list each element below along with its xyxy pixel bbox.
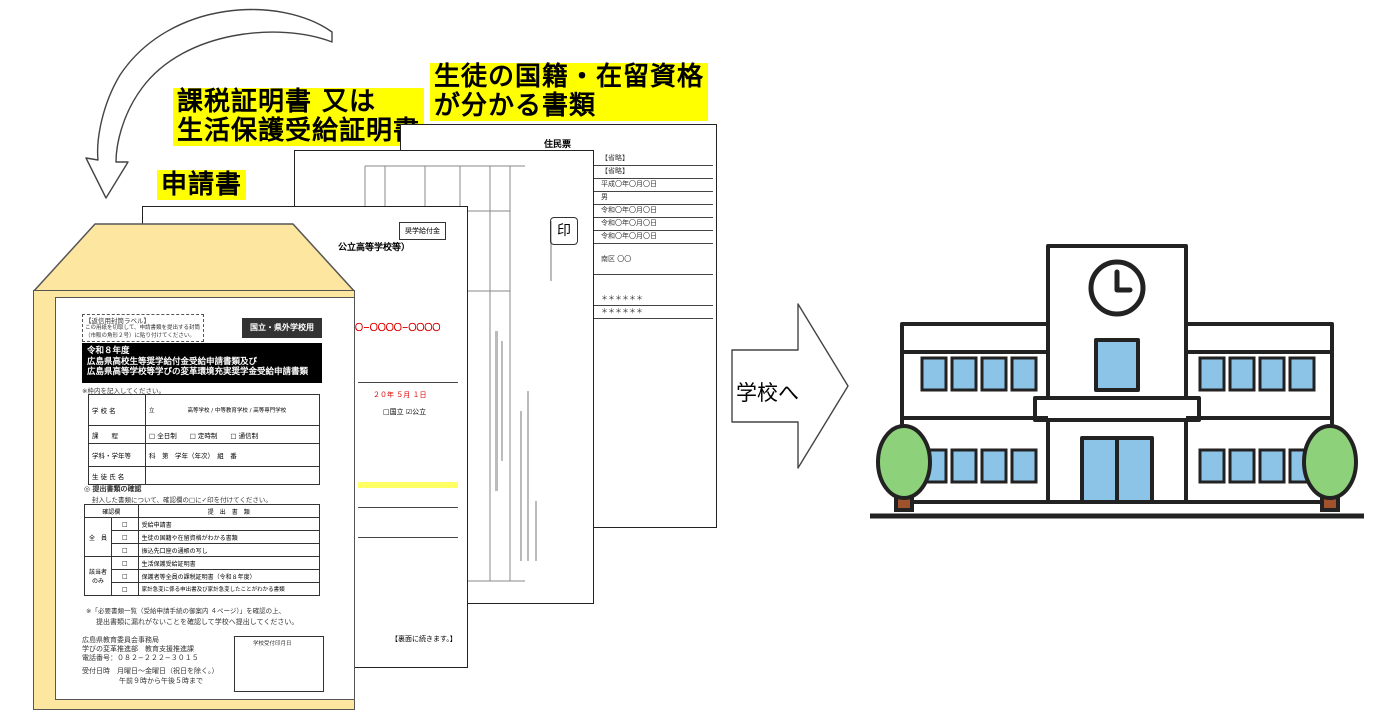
- right-arrow-icon: [731, 303, 849, 469]
- receipt-box: 学校受付印月日: [234, 636, 324, 692]
- docs-sub: 封入した書類について、確認欄の□に✓印を付けてください。: [92, 496, 272, 504]
- envelope-flap: [33, 223, 355, 293]
- student-docs-label: 生徒の国籍・在留資格 が分かる書類: [430, 63, 709, 121]
- instruction: ※枠内を記入してください。: [82, 387, 166, 395]
- juuminhyou-row: 男: [571, 192, 713, 205]
- application-label: 申請書: [157, 170, 247, 200]
- org2: 学びの変革推進部 教育支援推進課: [82, 645, 194, 653]
- application-date: ２０年 ５月 １日: [373, 391, 427, 399]
- juuminhyou-row: 令和〇年〇月〇日: [571, 218, 713, 231]
- hours1: 受付日時 月曜日〜金曜日（祝日を除く。）: [82, 667, 219, 675]
- docs-table: 確認欄提 出 書 類 全 員□受給申請書 □生徒の国籍や在留資格がわかる書類 □…: [84, 504, 321, 596]
- juuminhyou-row: 南区 〇〇: [571, 244, 713, 275]
- application-heading: 公立高等学校等）: [338, 243, 411, 253]
- clock-icon: [1088, 259, 1146, 317]
- note2: 提出書類に漏れがないことを確認して学校へ提出してください。: [96, 618, 299, 626]
- juuminhyou-row: 令和〇年〇月〇日: [571, 231, 713, 244]
- juuminhyou-row: 【省略】: [571, 153, 713, 166]
- juuminhyou-title: 住民票: [544, 140, 572, 150]
- note1: ※「必要書類一覧（受給申請手続の御案内 ４ページ）」を確認の上、: [86, 607, 286, 615]
- note-line: 【返信用封筒ラベル】: [85, 317, 150, 325]
- school-building-icon: [870, 244, 1364, 519]
- org1: 広島県教育委員会事務局: [82, 636, 159, 644]
- form-title: 令和８年度 広島県高校生等奨学給付金受給申請書類及び 広島県高等学校等学びの変革…: [82, 343, 322, 383]
- application-tag: 奨学給付金: [399, 222, 446, 240]
- school-type-tag: 国立・県外学校用: [242, 318, 322, 338]
- student-info-table: 学 校 名立 高等学校 / 中等教育学校 / 高等専門学校 課 程□ 全日制 □…: [88, 394, 320, 485]
- application-number: 〇〇〇−〇〇〇〇−〇〇〇〇: [339, 323, 441, 332]
- docs-title: ◎ 提出書類の確認: [84, 485, 142, 493]
- note-box: [82, 314, 204, 342]
- hours2: 午前９時から午後５時まで: [119, 677, 203, 685]
- envelope-form-sheet: 【返信用封筒ラベル】 この用紙を切取して、申請書類を提出する封筒 （市販の角形２…: [55, 297, 355, 700]
- tax-cert-label: 課税証明書 又は 生活保護受給証明書: [173, 88, 425, 146]
- note-line: この用紙を切取して、申請書類を提出する封筒: [85, 325, 201, 331]
- to-school-label: 学校へ: [736, 381, 799, 405]
- curved-arrow-icon: [85, 8, 333, 199]
- juuminhyou-row: 平成〇年〇月〇日: [571, 179, 713, 192]
- juuminhyou-row: 【省略】: [571, 166, 713, 179]
- phone: 電話番号：０８２−２２２−３０１５: [82, 654, 199, 662]
- stamp-box: 印: [550, 217, 578, 245]
- juuminhyou-row: ＊＊＊＊＊＊: [571, 306, 713, 319]
- application-footer: 【裏面に続きます。】: [391, 635, 457, 643]
- application-check: □国立 ☑公立: [383, 408, 427, 416]
- note-line: （市販の角形２号）に貼り付けてください。: [85, 333, 195, 339]
- juuminhyou-row: ＊＊＊＊＊＊: [571, 293, 713, 306]
- juuminhyou-row: 令和〇年〇月〇日: [571, 205, 713, 218]
